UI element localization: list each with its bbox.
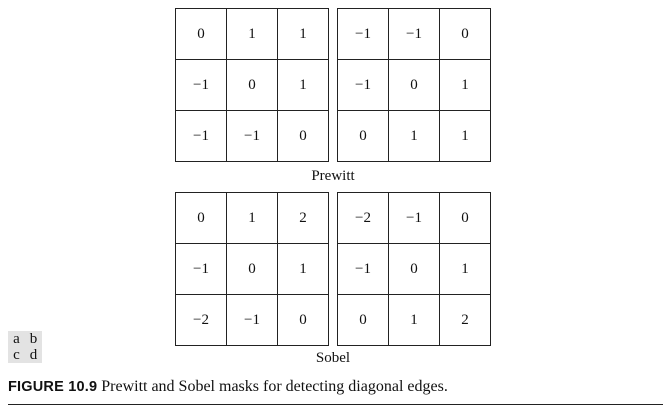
panel-key: a b c d xyxy=(8,331,42,363)
mask-cell: 0 xyxy=(277,294,329,346)
mask-cell: 0 xyxy=(175,8,227,60)
mask-cell: 2 xyxy=(277,192,329,244)
mask-cell: 1 xyxy=(226,192,278,244)
prewitt-mask-a: 0 1 1 −1 0 1 −1 −1 0 xyxy=(175,8,329,162)
mask-cell: 0 xyxy=(175,192,227,244)
panel-key-letter: c xyxy=(8,347,25,363)
mask-cell: 1 xyxy=(277,8,329,60)
caption-text: Prewitt and Sobel masks for detecting di… xyxy=(101,378,448,395)
caption-rule xyxy=(8,404,663,405)
mask-cell: −1 xyxy=(337,243,389,295)
mask-cell: 0 xyxy=(388,59,440,111)
sobel-mask-c: 0 1 2 −1 0 1 −2 −1 0 xyxy=(175,192,329,346)
prewitt-label: Prewitt xyxy=(311,168,355,184)
mask-cell: −1 xyxy=(388,192,440,244)
mask-cell: 1 xyxy=(439,59,491,111)
sobel-mask-d: −2 −1 0 −1 0 1 0 1 2 xyxy=(337,192,491,346)
panel-key-letter: d xyxy=(25,347,42,363)
mask-cell: −1 xyxy=(175,243,227,295)
mask-cell: −2 xyxy=(337,192,389,244)
mask-cell: 0 xyxy=(226,243,278,295)
mask-cell: −1 xyxy=(388,8,440,60)
mask-cell: 1 xyxy=(277,243,329,295)
mask-cell: 1 xyxy=(226,8,278,60)
mask-cell: −2 xyxy=(175,294,227,346)
mask-cell: 1 xyxy=(439,243,491,295)
mask-cell: 0 xyxy=(388,243,440,295)
mask-cell: −1 xyxy=(226,294,278,346)
sobel-label: Sobel xyxy=(315,350,351,366)
figure-caption: FIGURE 10.9 Prewitt and Sobel masks for … xyxy=(8,378,448,396)
prewitt-mask-b: −1 −1 0 −1 0 1 0 1 1 xyxy=(337,8,491,162)
panel-key-letter: a xyxy=(8,331,25,347)
mask-cell: −1 xyxy=(337,59,389,111)
mask-cell: −1 xyxy=(337,8,389,60)
mask-cell: 0 xyxy=(439,192,491,244)
mask-cell: 1 xyxy=(388,294,440,346)
mask-cell: −1 xyxy=(175,110,227,162)
mask-cell: 1 xyxy=(439,110,491,162)
mask-cell: 0 xyxy=(337,110,389,162)
mask-cell: 0 xyxy=(226,59,278,111)
mask-cell: 0 xyxy=(439,8,491,60)
mask-cell: −1 xyxy=(175,59,227,111)
mask-cell: 1 xyxy=(388,110,440,162)
mask-cell: 2 xyxy=(439,294,491,346)
figure-number: FIGURE 10.9 xyxy=(8,379,98,395)
mask-cell: 1 xyxy=(277,59,329,111)
mask-cell: 0 xyxy=(337,294,389,346)
mask-cell: 0 xyxy=(277,110,329,162)
panel-key-letter: b xyxy=(25,331,42,347)
mask-cell: −1 xyxy=(226,110,278,162)
